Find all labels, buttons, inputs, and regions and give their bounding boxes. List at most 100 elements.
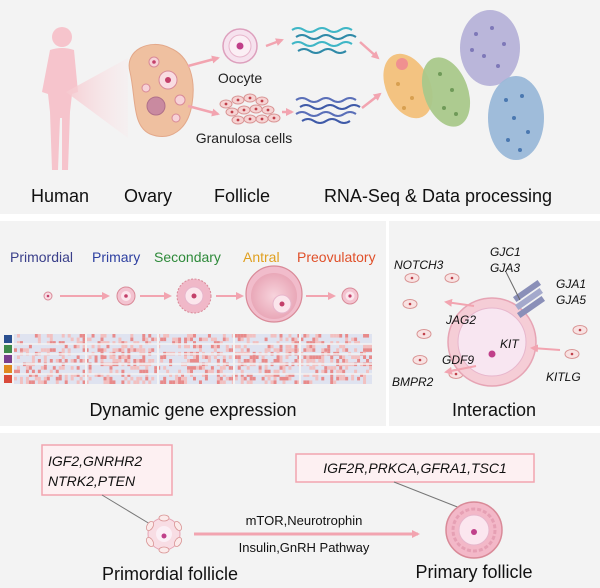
heatmap-cell xyxy=(187,369,191,374)
heatmap-cell xyxy=(121,355,125,359)
heatmap-cell xyxy=(193,376,196,381)
heatmap-cell xyxy=(270,380,274,384)
heatmap-cell xyxy=(37,341,41,345)
heatmap-cell xyxy=(306,373,310,377)
heatmap-cell xyxy=(94,373,98,377)
heatmap-cell xyxy=(55,369,59,374)
connector-primary xyxy=(393,481,461,509)
heatmap-cell xyxy=(249,376,253,381)
heatmap-cell xyxy=(222,359,226,363)
heatmap-cell xyxy=(306,334,310,338)
heatmap-cell xyxy=(312,366,316,370)
pathway-label-line-1: mTOR,Neurotrophin xyxy=(246,513,363,528)
heatmap-cell xyxy=(276,359,280,363)
heatmap-cell xyxy=(309,359,313,363)
heatmap-cell xyxy=(37,359,41,363)
heatmap-cell xyxy=(324,348,328,352)
heatmap-cell xyxy=(303,334,307,338)
heatmap-cell xyxy=(88,366,92,370)
heatmap-cell xyxy=(130,344,134,349)
heatmap-cell xyxy=(213,355,217,359)
ovary-icon xyxy=(128,43,194,137)
stage-label-primordial: Primordial xyxy=(10,249,73,265)
heatmap-cell xyxy=(198,348,202,352)
heatmap-cell xyxy=(306,341,310,345)
primordial-follicle-icon xyxy=(43,291,53,301)
heatmap-cell xyxy=(249,334,253,338)
stage-label-antral: Antral xyxy=(243,249,280,265)
heatmap-cell xyxy=(82,373,86,377)
heatmap-cell xyxy=(55,359,59,363)
heatmap-cell xyxy=(288,376,292,381)
heatmap-cell xyxy=(175,341,179,345)
heatmap-cell xyxy=(336,376,340,381)
heatmap-cell xyxy=(303,373,307,377)
heatmap-cell xyxy=(82,348,86,352)
heatmap-cell xyxy=(315,355,319,359)
heatmap-cell xyxy=(321,369,325,374)
heatmap-cell xyxy=(330,355,334,359)
heatmap-cell xyxy=(348,341,352,345)
heatmap-cell xyxy=(16,334,20,338)
heatmap-cell xyxy=(121,341,125,345)
heatmap-cell xyxy=(151,348,155,352)
heatmap-cell xyxy=(14,348,17,352)
heatmap-cell xyxy=(139,344,143,349)
heatmap-cell xyxy=(252,359,256,363)
heatmap-cell xyxy=(324,369,328,374)
heatmap-cell xyxy=(73,359,77,363)
heatmap-cell xyxy=(198,344,202,349)
heatmap-cell xyxy=(178,369,182,374)
heatmap-cell xyxy=(198,337,202,342)
heatmap-cell xyxy=(97,341,101,345)
heatmap-cell xyxy=(336,348,340,352)
heatmap-cell xyxy=(234,376,238,381)
heatmap-cell xyxy=(222,366,226,370)
heatmap-cell xyxy=(109,366,113,370)
heatmap-cell xyxy=(169,380,173,384)
heatmap-cell xyxy=(195,344,199,349)
heatmap-cell xyxy=(363,380,367,384)
heatmap-cell xyxy=(115,348,119,352)
heatmap-cell xyxy=(333,366,337,370)
heatmap-cell xyxy=(222,337,226,342)
heatmap-cell xyxy=(246,359,250,363)
heatmap-cell xyxy=(64,376,68,381)
heatmap-cell xyxy=(151,376,155,381)
heatmap-cell xyxy=(288,373,292,377)
heatmap-cell xyxy=(270,344,274,349)
heatmap-cell xyxy=(243,376,247,381)
heatmap-cell xyxy=(88,376,92,381)
heatmap-cell xyxy=(249,373,253,377)
heatmap-cell xyxy=(52,348,56,352)
heatmap-cell xyxy=(219,380,223,384)
heatmap-cell xyxy=(258,369,262,374)
heatmap-cell xyxy=(76,355,80,359)
heatmap-cell xyxy=(76,380,80,384)
heatmap-cell xyxy=(133,380,137,384)
heatmap-cell xyxy=(97,373,101,377)
heatmap-cell xyxy=(124,359,128,363)
heatmap-cell xyxy=(43,380,47,384)
heatmap-cell xyxy=(190,334,193,338)
heatmap-cell xyxy=(264,373,268,377)
heatmap-cell xyxy=(163,334,167,338)
heatmap-cell xyxy=(279,337,283,342)
heatmap-cell xyxy=(312,337,316,342)
heatmap-cell xyxy=(252,355,256,359)
heatmap-cell xyxy=(148,341,152,345)
heatmap-cell xyxy=(270,373,274,377)
heatmap-cell xyxy=(148,348,152,352)
heatmap-cell xyxy=(160,355,164,359)
arrow-jag2-notch3 xyxy=(444,298,475,307)
gene-label-gjc1: GJC1 xyxy=(490,245,521,259)
heatmap-cell xyxy=(37,334,41,338)
heatmap-cell xyxy=(148,334,152,338)
heatmap-cell xyxy=(246,373,250,377)
heatmap-cell xyxy=(237,366,241,370)
heatmap-cell xyxy=(363,348,367,352)
heatmap-cell xyxy=(198,380,202,384)
heatmap-cell xyxy=(61,348,65,352)
heatmap-cell xyxy=(363,334,367,338)
heatmap-cell xyxy=(187,337,191,342)
